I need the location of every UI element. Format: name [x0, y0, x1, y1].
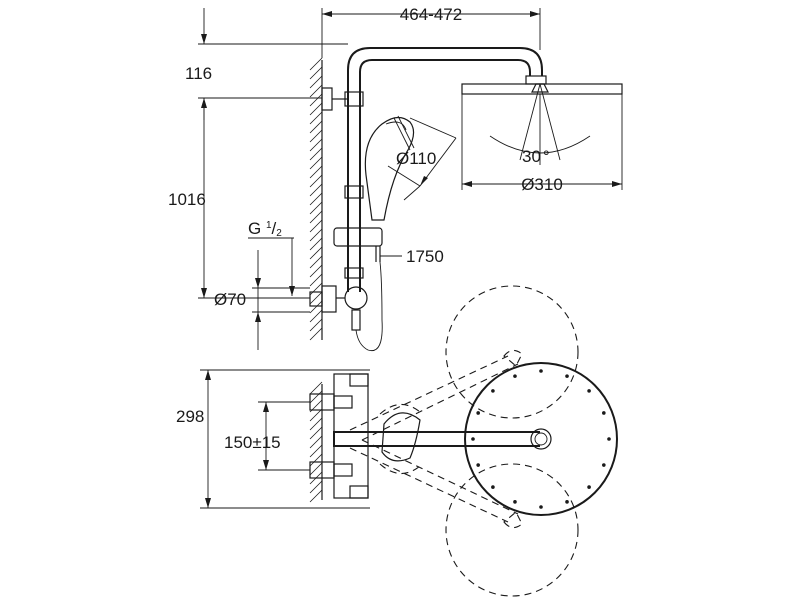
dim-hose: 1750 — [380, 247, 444, 266]
dim-arm-length: 464-472 — [321, 5, 541, 58]
thermostat-side — [309, 261, 383, 352]
head-shower-plan — [464, 362, 618, 516]
dim-head-shower: 30° Ø310 — [461, 94, 623, 194]
dim-rosette: Ø70 — [214, 250, 310, 350]
label-head-diameter: Ø310 — [521, 175, 563, 194]
thermostat-plan — [309, 373, 369, 499]
shower-arm-plan — [333, 412, 552, 462]
label-connection-spacing: 150±15 — [224, 433, 281, 452]
label-top-offset: 116 — [185, 64, 212, 83]
label-rail-height: 1016 — [168, 190, 206, 209]
label-hand-shower-diameter: Ø110 — [396, 149, 436, 168]
dim-thread: G 1/2 — [248, 219, 295, 296]
dim-connection-spacing: 150±15 — [224, 401, 310, 471]
wall-plan-view — [309, 381, 323, 503]
dim-vertical-left: 116 1016 — [168, 8, 348, 299]
label-swivel-width: 298 — [176, 407, 204, 426]
wall-bracket — [321, 87, 364, 111]
label-tilt-angle: 30° — [522, 147, 550, 166]
head-shower-side — [461, 83, 623, 165]
label-arm-length: 464-472 — [400, 5, 462, 24]
dim-swivel-width: 298 — [176, 369, 370, 509]
shower-arm-side — [347, 47, 547, 92]
label-thread: G 1/2 — [248, 219, 282, 239]
hand-shower — [333, 115, 415, 262]
dim-hand-shower: Ø110 — [387, 117, 457, 201]
wall-side-view — [309, 57, 323, 341]
swivel-ghost-positions — [349, 285, 579, 597]
riser-rail — [344, 92, 364, 292]
label-hose-length: 1750 — [406, 247, 444, 266]
label-rosette-diameter: Ø70 — [214, 290, 246, 309]
